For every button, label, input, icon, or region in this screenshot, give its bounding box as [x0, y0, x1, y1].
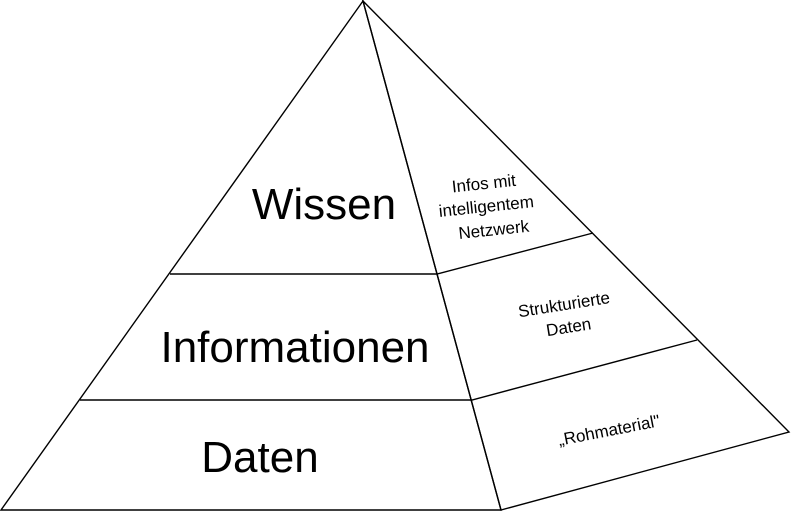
side-level-top-label: Infos mit intelligentem Netzwerk — [438, 171, 535, 243]
side-level-bottom-label: „Rohmaterial" — [557, 411, 662, 449]
front-level-label-wissen: Wissen — [252, 180, 396, 229]
side-level-top-line-3: Netzwerk — [458, 217, 531, 243]
side-level-top-line-1: Infos mit — [451, 171, 517, 197]
divider-bottom — [80, 339, 698, 401]
side-level-bottom-line-1: „Rohmaterial" — [557, 411, 662, 449]
side-level-middle-label: Strukturierte Daten — [517, 288, 611, 340]
front-level-label-daten: Daten — [201, 433, 318, 482]
pyramid-side-face — [362, 0, 791, 511]
side-level-middle-line-2: Daten — [545, 314, 593, 340]
front-level-label-informationen: Informationen — [160, 323, 429, 372]
divider-top — [170, 232, 594, 275]
side-level-middle-line-1: Strukturierte — [517, 288, 611, 321]
